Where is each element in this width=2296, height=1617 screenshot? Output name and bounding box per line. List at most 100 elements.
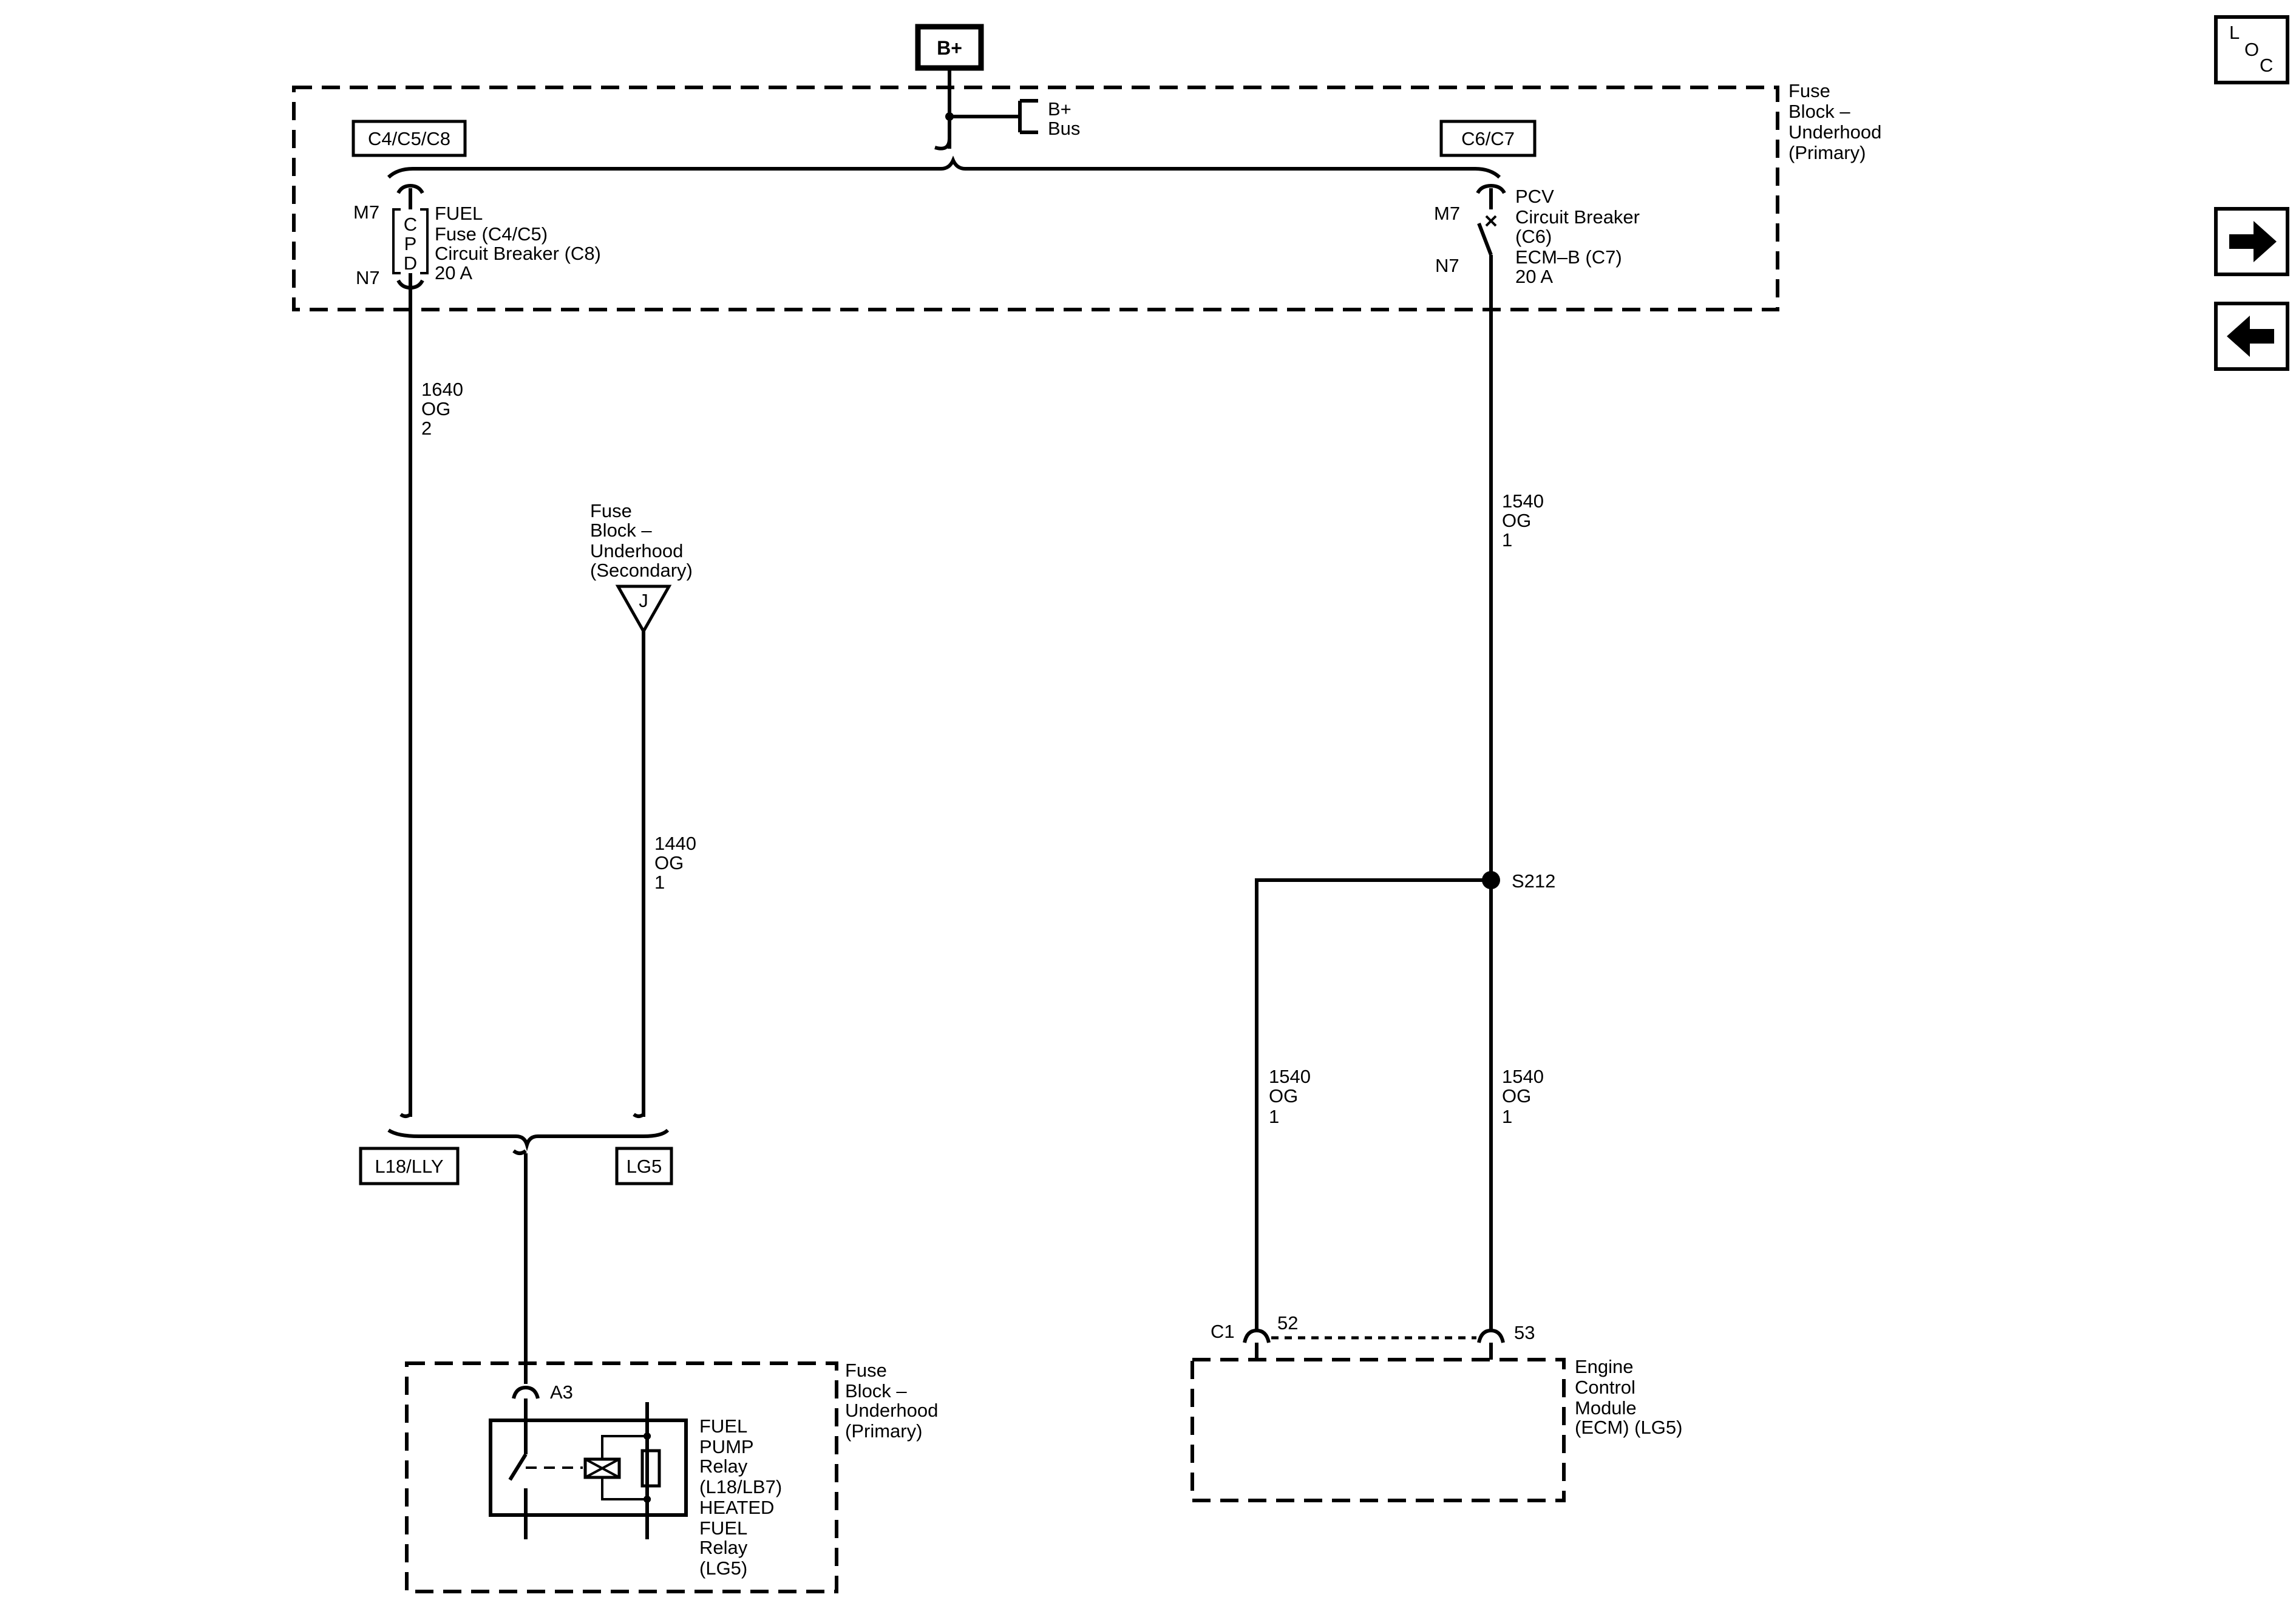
option-tag-l18lly: L18/LLY [359,1147,460,1185]
terminal-j-label: J [639,590,648,611]
svg-text:Relay: Relay [699,1537,748,1558]
svg-text:HEATED: HEATED [699,1497,774,1518]
arrow-right-icon [2229,221,2277,262]
pcv-breaker-label: PCV Circuit Breaker (C6) ECM–B (C7) 20 A [1515,186,1640,287]
splice-s212-label: S212 [1512,870,1555,892]
ecm-pin-52-label: 52 [1277,1312,1298,1334]
loc-letter-c: C [2260,55,2273,76]
option-tag-c4c5c8: C4/C5/C8 [352,120,467,157]
fuel-fuse-pin-bottom: N7 [356,267,380,288]
svg-text:FUEL: FUEL [699,1517,747,1539]
svg-text:FUEL: FUEL [699,1415,747,1437]
svg-text:Block –: Block – [1788,101,1850,122]
loc-letter-o: O [2244,39,2259,60]
svg-text:2: 2 [421,418,432,439]
connector-cap-common [512,1149,527,1155]
svg-text:20 A: 20 A [435,262,472,283]
svg-text:1540: 1540 [1502,490,1544,512]
svg-text:(Primary): (Primary) [1788,142,1866,163]
svg-text:Fuse: Fuse [590,500,632,521]
svg-text:OG: OG [421,398,450,419]
svg-text:Fuse: Fuse [1788,80,1830,101]
wire-1640-label: 1640 OG 2 [421,379,463,439]
option-tag-lg5: LG5 [615,1147,673,1185]
svg-text:1440: 1440 [654,833,696,854]
svg-text:C6/C7: C6/C7 [1461,128,1515,149]
option-brace-bottom [387,1128,670,1151]
option-tag-c6c7: C6/C7 [1439,120,1537,157]
relay-fuse-block-outline [405,1361,838,1593]
ecm-pin-53-connector [1477,1328,1505,1343]
power-source-label: B+ [937,37,962,59]
svg-text:(L18/LB7): (L18/LB7) [699,1476,782,1497]
svg-text:1: 1 [1502,529,1512,551]
svg-text:Engine: Engine [1575,1356,1634,1377]
svg-text:1: 1 [1269,1106,1279,1127]
svg-text:(C6): (C6) [1515,226,1552,247]
arrow-left-icon [2227,316,2274,357]
pin-a3-connector [512,1385,540,1399]
pin-a3-label: A3 [550,1381,573,1403]
svg-text:(Secondary): (Secondary) [590,560,693,581]
svg-text:ECM–B (C7): ECM–B (C7) [1515,246,1622,268]
svg-text:OG: OG [1502,510,1531,531]
pcv-pin-bottom: N7 [1435,255,1459,276]
svg-text:PUMP: PUMP [699,1436,754,1457]
terminal-j: J [615,585,672,635]
bus-label-line2: Bus [1048,118,1080,139]
ecm-pin-52-connector [1243,1328,1271,1343]
svg-text:OG: OG [1502,1085,1531,1107]
fuse-block-secondary-label: Fuse Block – Underhood (Secondary) [590,500,693,581]
svg-text:Block –: Block – [845,1380,907,1402]
svg-text:1540: 1540 [1502,1066,1544,1087]
svg-text:1: 1 [1502,1106,1512,1127]
ecm-label: Engine Control Module (ECM) (LG5) [1575,1356,1682,1438]
bus-connector-cap [934,138,951,151]
fuse-block-primary-outline [292,86,1779,311]
relay-block-label: Fuse Block – Underhood (Primary) [845,1360,938,1442]
svg-text:LG5: LG5 [627,1156,662,1177]
svg-text:1: 1 [654,872,665,893]
svg-text:Block –: Block – [590,520,652,541]
svg-text:(ECM) (LG5): (ECM) (LG5) [1575,1417,1682,1438]
next-page-button[interactable] [2214,207,2289,276]
svg-text:Underhood: Underhood [845,1400,938,1421]
option-brace-top [387,155,1501,179]
svg-text:Control: Control [1575,1377,1635,1398]
svg-text:PCV: PCV [1515,186,1554,207]
ecm-pin-53-label: 53 [1514,1322,1535,1343]
svg-text:OG: OG [654,852,684,873]
svg-text:1640: 1640 [421,379,463,400]
svg-text:Underhood: Underhood [590,540,683,561]
bus-bracket [949,99,1038,134]
ecm-connector-c1: C1 [1211,1321,1235,1342]
connector-cap-1640 [399,1113,412,1118]
wire-1540-left-label: 1540 OG 1 [1269,1066,1311,1127]
svg-text:Module: Module [1575,1397,1637,1419]
bus-label-line1: B+ [1048,98,1072,120]
svg-text:1540: 1540 [1269,1066,1311,1087]
wire-1440-label: 1440 OG 1 [654,833,696,893]
fuel-fuse-pin-top: M7 [353,202,379,223]
svg-text:Fuse (C4/C5): Fuse (C4/C5) [435,223,548,245]
svg-text:(Primary): (Primary) [845,1420,922,1442]
pcv-circuit-breaker [1476,183,1506,285]
power-source-b-plus: B+ [915,24,984,71]
svg-text:Circuit Breaker (C8): Circuit Breaker (C8) [435,243,601,264]
relay-label: FUEL PUMP Relay (L18/LB7) HEATED FUEL Re… [699,1415,782,1579]
svg-text:Underhood: Underhood [1788,121,1881,143]
cpd-letter-p: P [404,233,417,254]
svg-text:OG: OG [1269,1085,1298,1107]
svg-text:L18/LLY: L18/LLY [375,1156,443,1177]
wire-1540-branch [1255,878,1491,1329]
connector-cap-1440 [633,1113,645,1118]
prev-page-button[interactable] [2214,302,2289,371]
svg-text:Fuse: Fuse [845,1360,887,1381]
svg-text:Relay: Relay [699,1456,748,1477]
wire-1540-top-label: 1540 OG 1 [1502,490,1544,551]
fuse-block-primary-label: Fuse Block – Underhood (Primary) [1788,80,1881,163]
svg-text:C4/C5/C8: C4/C5/C8 [368,128,450,149]
loc-button[interactable]: L O C [2214,15,2289,84]
wire-1540-right-label: 1540 OG 1 [1502,1066,1544,1127]
